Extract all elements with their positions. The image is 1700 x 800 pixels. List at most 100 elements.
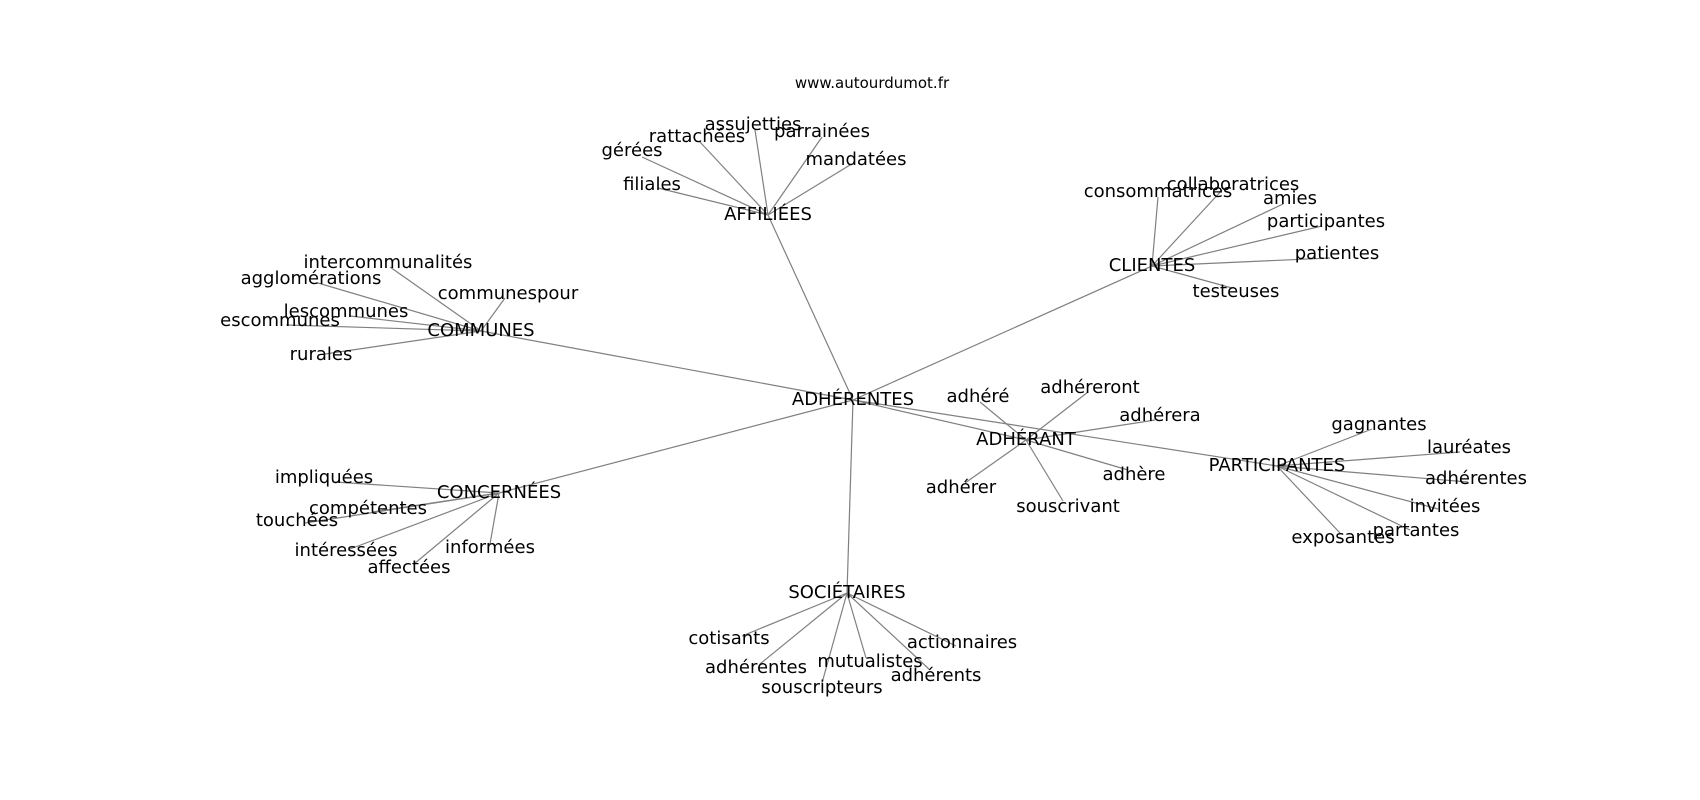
edge-communes-5	[324, 330, 482, 355]
word-node: invitées	[1410, 496, 1481, 517]
edge-communes-2	[480, 297, 506, 332]
hub-node-adherant: ADHÉRANT	[976, 428, 1077, 450]
edge-participantes-2	[1276, 465, 1469, 483]
edge-societaires-0	[741, 592, 848, 637]
graph-edges	[285, 129, 1469, 684]
edge-societaires-5	[821, 592, 848, 684]
edge-clientes-1	[1151, 196, 1159, 267]
word-node: amies	[1263, 188, 1317, 209]
edge-affiliees-3	[641, 156, 769, 216]
word-node: adhérentes	[705, 657, 807, 678]
word-node: impliquées	[275, 467, 373, 488]
word-node: touchées	[256, 510, 338, 531]
edge-adherant-0	[979, 401, 1027, 441]
word-node: rattachées	[649, 126, 745, 147]
edge-adherant-2	[1025, 419, 1156, 441]
edge-adherant-5	[1025, 439, 1064, 502]
edge-communes-1	[317, 282, 482, 332]
word-node: parrainées	[774, 121, 870, 142]
edge-participantes-5	[1276, 465, 1341, 534]
word-node: affectées	[368, 557, 451, 578]
edge-center-concernees	[498, 399, 854, 494]
edge-affiliees-5	[657, 187, 769, 216]
word-node: cotisants	[688, 628, 769, 649]
hub-node-societaires: SOCIÉTAIRES	[788, 581, 905, 603]
edge-clientes-4	[1151, 257, 1331, 267]
word-node: gérées	[601, 140, 662, 161]
word-node: adhéreront	[1040, 377, 1140, 398]
edge-concernees-3	[349, 492, 500, 550]
hub-node-concernees: CONCERNÉES	[437, 481, 561, 503]
edge-societaires-4	[846, 592, 931, 671]
edge-center-affiliees	[767, 214, 854, 401]
word-node: mutualistes	[817, 651, 922, 672]
word-node: adhère	[1102, 464, 1165, 485]
word-node: communespour	[438, 283, 579, 304]
edge-clientes-5	[1151, 265, 1233, 289]
edge-affiliees-4	[767, 164, 851, 216]
edge-societaires-2	[846, 592, 867, 659]
edge-communes-4	[285, 324, 482, 332]
edge-concernees-4	[489, 492, 500, 545]
edge-participantes-0	[1276, 428, 1373, 467]
edge-adherant-1	[1025, 391, 1089, 441]
word-node: collaboratrices	[1167, 174, 1300, 195]
edge-clientes-0	[1151, 189, 1223, 267]
word-node: adhérera	[1119, 405, 1200, 426]
word-node: intéressées	[295, 540, 398, 561]
word-node: gagnantes	[1331, 414, 1426, 435]
word-node: agglomérations	[241, 268, 382, 289]
hub-node-affiliees: AFFILIÉES	[724, 203, 812, 225]
word-node: consommatrices	[1084, 181, 1233, 202]
word-node: mandatées	[805, 149, 906, 170]
edge-center-adherant	[852, 399, 1027, 441]
edge-center-participantes	[852, 399, 1278, 467]
word-node: adhérents	[891, 665, 982, 686]
word-node: lauréates	[1427, 437, 1511, 458]
word-node: informées	[445, 537, 535, 558]
word-node: assujetties	[705, 114, 802, 135]
word-node: testeuses	[1193, 281, 1280, 302]
edge-affiliees-0	[754, 129, 769, 216]
word-node: compétentes	[309, 498, 427, 519]
edge-concernees-5	[413, 492, 500, 565]
edge-participantes-3	[1276, 465, 1439, 510]
edge-adherant-4	[964, 439, 1027, 484]
edge-participantes-4	[1276, 465, 1411, 531]
edge-concernees-2	[304, 492, 500, 524]
word-node: lescommunes	[284, 301, 409, 322]
hub-node-participantes: PARTICIPANTES	[1209, 455, 1346, 476]
word-node: filiales	[623, 174, 681, 195]
word-node: exposantes	[1291, 527, 1394, 548]
word-node: souscripteurs	[761, 677, 882, 698]
edge-societaires-3	[759, 592, 848, 665]
word-node: intercommunalités	[304, 252, 473, 273]
hub-node-communes: COMMUNES	[427, 320, 534, 341]
edge-center-communes	[480, 330, 854, 401]
edge-center-clientes	[852, 265, 1153, 401]
word-node: adhérentes	[1425, 468, 1527, 489]
edge-clientes-3	[1151, 225, 1323, 267]
watermark: www.autourdumot.fr	[795, 74, 950, 92]
word-node: adhérer	[926, 477, 997, 498]
edge-societaires-1	[846, 592, 957, 647]
word-node: adhéré	[946, 386, 1009, 407]
word-node: patientes	[1295, 243, 1380, 264]
edge-center-societaires	[846, 399, 854, 594]
word-node: partantes	[1373, 520, 1460, 541]
word-node: escommunes	[220, 310, 340, 331]
edge-participantes-1	[1276, 451, 1461, 467]
edge-communes-0	[389, 266, 482, 332]
word-node: rurales	[290, 344, 353, 365]
graph-labels: ADHÉRENTES AFFILIÉES assujettiesrattachées…	[220, 114, 1527, 698]
edge-affiliees-1	[699, 141, 769, 216]
edge-affiliees-2	[767, 136, 823, 216]
center-node: ADHÉRENTES	[792, 388, 914, 410]
edge-communes-3	[349, 315, 482, 332]
edge-concernees-0	[334, 481, 500, 494]
edge-adherant-3	[1025, 439, 1129, 471]
word-node: actionnaires	[907, 632, 1017, 653]
hub-node-clientes: CLIENTES	[1109, 255, 1196, 276]
edge-clientes-2	[1151, 203, 1284, 267]
